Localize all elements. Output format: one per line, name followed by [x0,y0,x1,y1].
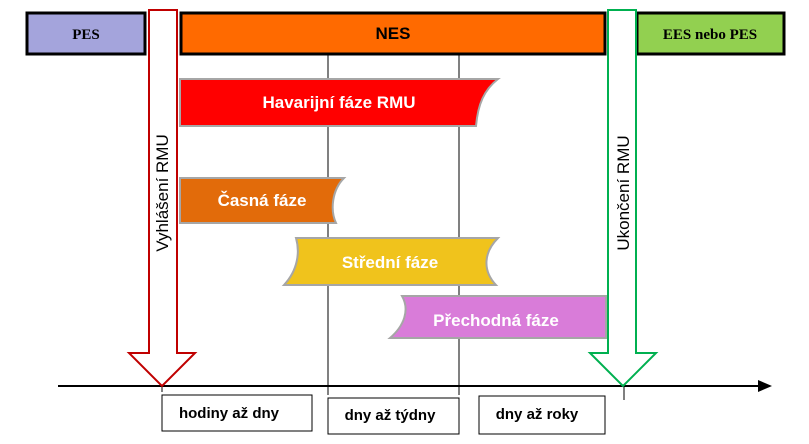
period-label-3: dny až roky [496,406,579,423]
period-box-1 [161,394,313,432]
period-box-2 [327,397,460,435]
nes-box [179,11,607,56]
phase-emergency [179,78,501,127]
phase-early [179,177,347,224]
time-axis-arrowhead [758,380,772,392]
period-label-1: hodiny až dny [179,405,280,422]
phase-emergency-label: Havarijní fáze RMU [262,93,415,112]
start-arrow-label: Vyhlášení RMU [153,134,172,251]
period-box-3 [478,395,606,435]
ees-box [635,11,786,56]
start-arrow [126,9,198,388]
ees-label: EES nebo PES [663,27,757,43]
pes-box [25,11,147,56]
phase-middle-label: Střední fáze [342,253,438,272]
phase-middle [281,237,501,286]
end-arrow [587,9,659,388]
phase-early-label: Časná fáze [218,191,307,210]
phase-transition [387,295,607,339]
pes-label: PES [72,27,100,43]
period-label-2: dny až týdny [345,407,437,424]
nes-label: NES [376,24,411,43]
end-arrow-label: Ukončení RMU [614,135,633,250]
phase-transition-label: Přechodná fáze [433,311,559,330]
